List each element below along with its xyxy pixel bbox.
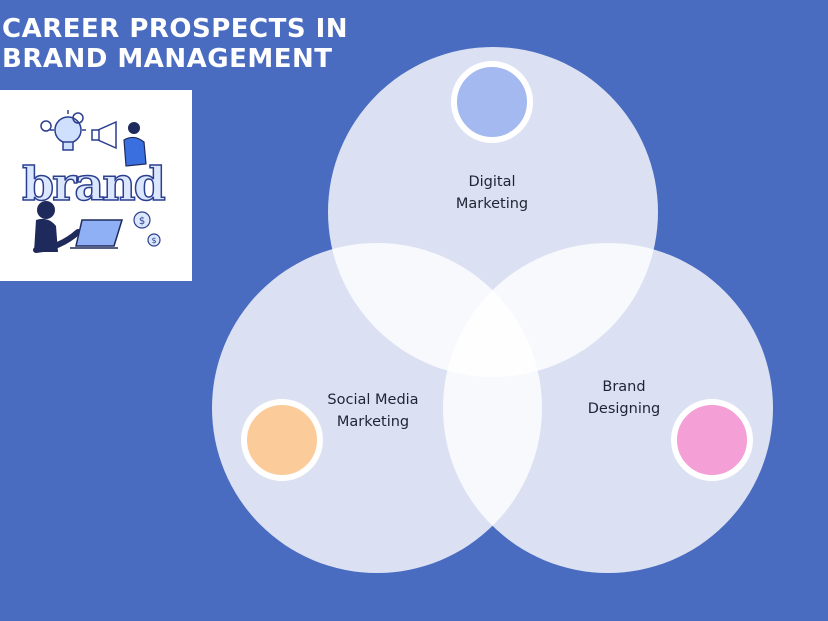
label-brand-designing: Brand Designing: [564, 376, 684, 420]
brand-illustration: brand $ $: [0, 90, 192, 281]
megaphone-icon: [91, 120, 117, 150]
lightbulb-icon: [50, 110, 86, 151]
gear-icon: [40, 120, 52, 132]
coin-icon: $: [133, 211, 151, 229]
digital-marketing-dot: [451, 61, 533, 143]
person-laptop-icon: [33, 201, 124, 253]
social-media-marketing-dot: [241, 399, 323, 481]
label-line: Digital: [468, 174, 516, 190]
gear-icon: [72, 112, 84, 124]
title-line-1: CAREER PROSPECTS IN: [2, 14, 349, 44]
label-line: Marketing: [455, 196, 529, 212]
label-line: Brand: [602, 379, 646, 395]
label-line: Designing: [587, 401, 661, 417]
venn-circle-social-media-marketing: [212, 243, 542, 573]
venn-circle-brand-designing: [443, 243, 773, 573]
brand-designing-dot: [671, 399, 753, 481]
label-line: Social Media: [327, 392, 419, 408]
title-line-2: BRAND MANAGEMENT: [2, 44, 333, 74]
page-title: CAREER PROSPECTS IN BRAND MANAGEMENT: [2, 14, 348, 74]
person-icon: [123, 122, 147, 167]
brand-illustration-icon: brand $ $: [21, 110, 168, 253]
coin-icon: $: [147, 233, 161, 247]
label-digital-marketing: Digital Marketing: [432, 171, 552, 215]
svg-text:$: $: [151, 236, 156, 245]
label-social-media-marketing: Social Media Marketing: [313, 389, 433, 433]
svg-text:$: $: [139, 216, 145, 227]
label-line: Marketing: [336, 414, 410, 430]
